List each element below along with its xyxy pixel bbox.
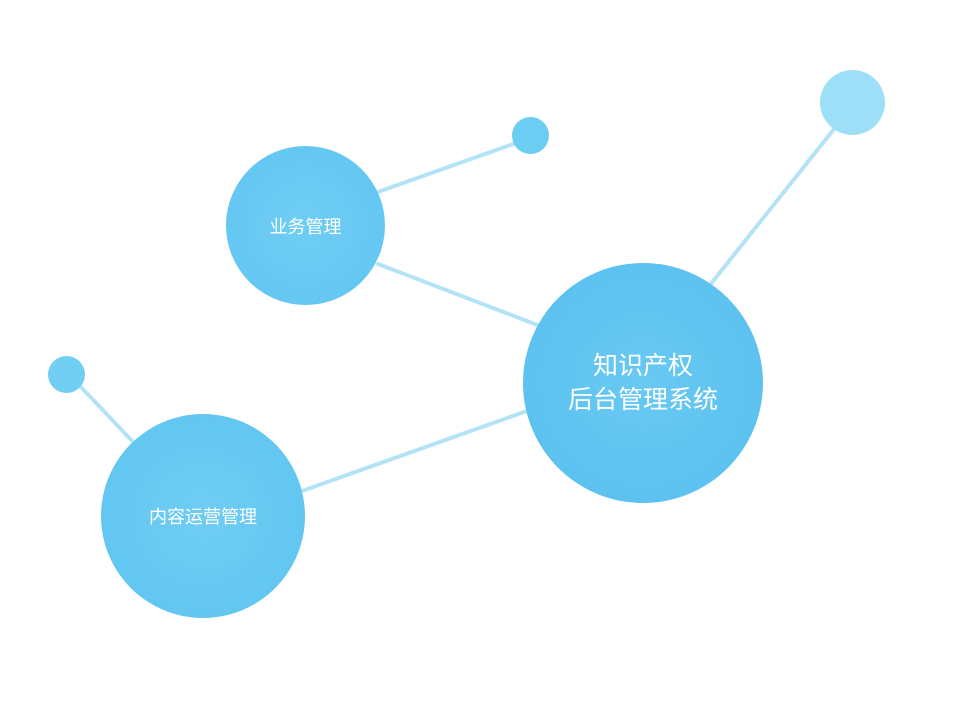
node-content-label: 内容运营管理 [149, 507, 257, 528]
node-main-label-line1: 知识产权 [592, 351, 693, 380]
decorative-dot-large [820, 70, 885, 135]
node-business-management[interactable]: 业务管理 [226, 146, 385, 305]
node-business-label: 业务管理 [269, 216, 342, 238]
link-main-to-top-right-dot [704, 122, 840, 292]
link-content-to-left-dot [78, 384, 137, 446]
link-business-to-dot [376, 141, 518, 194]
node-main-system[interactable]: 知识产权 后台管理系统 [523, 263, 763, 503]
node-content-operations[interactable]: 内容运营管理 [101, 414, 305, 618]
decorative-dot-small [512, 117, 549, 154]
link-business-to-main [376, 262, 542, 328]
node-main-label-line2: 后台管理系统 [567, 385, 718, 414]
decorative-dot-left [48, 356, 85, 393]
link-content-to-main [300, 409, 529, 493]
node-main-label: 知识产权 后台管理系统 [568, 349, 718, 417]
